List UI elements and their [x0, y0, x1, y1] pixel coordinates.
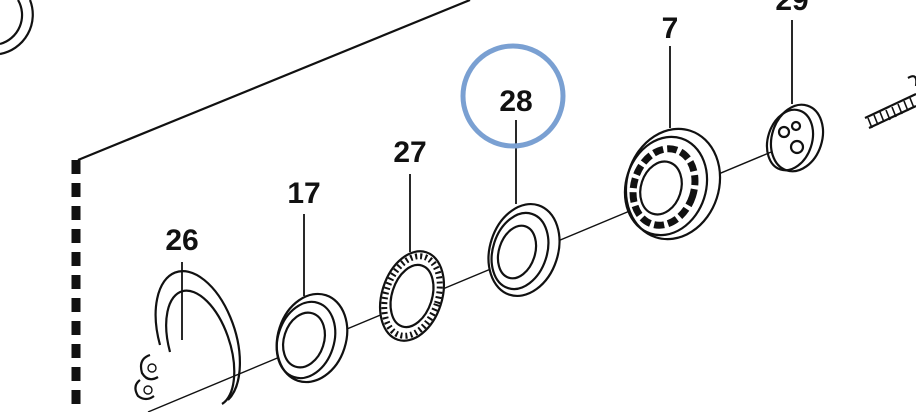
part-label-28: 28: [499, 85, 532, 118]
threaded-rod: [864, 75, 916, 129]
part-label-29: 29: [775, 0, 808, 17]
seal-ring-part: [487, 202, 561, 298]
part-label-7: 7: [662, 12, 679, 45]
part-label-27: 27: [393, 136, 426, 169]
clip-part: [134, 270, 241, 405]
highlight-circle: [460, 43, 566, 149]
needle-bearing-part: [379, 250, 445, 342]
leader-lines: [181, 20, 793, 340]
plate-part: [765, 103, 825, 173]
washer-part: [275, 292, 349, 384]
housing-outline: [71, 0, 471, 412]
part-label-17: 17: [287, 177, 320, 210]
corner-circle-fragment: [0, 0, 34, 56]
ball-bearing-part: [623, 127, 722, 241]
part-label-26: 26: [165, 224, 198, 257]
